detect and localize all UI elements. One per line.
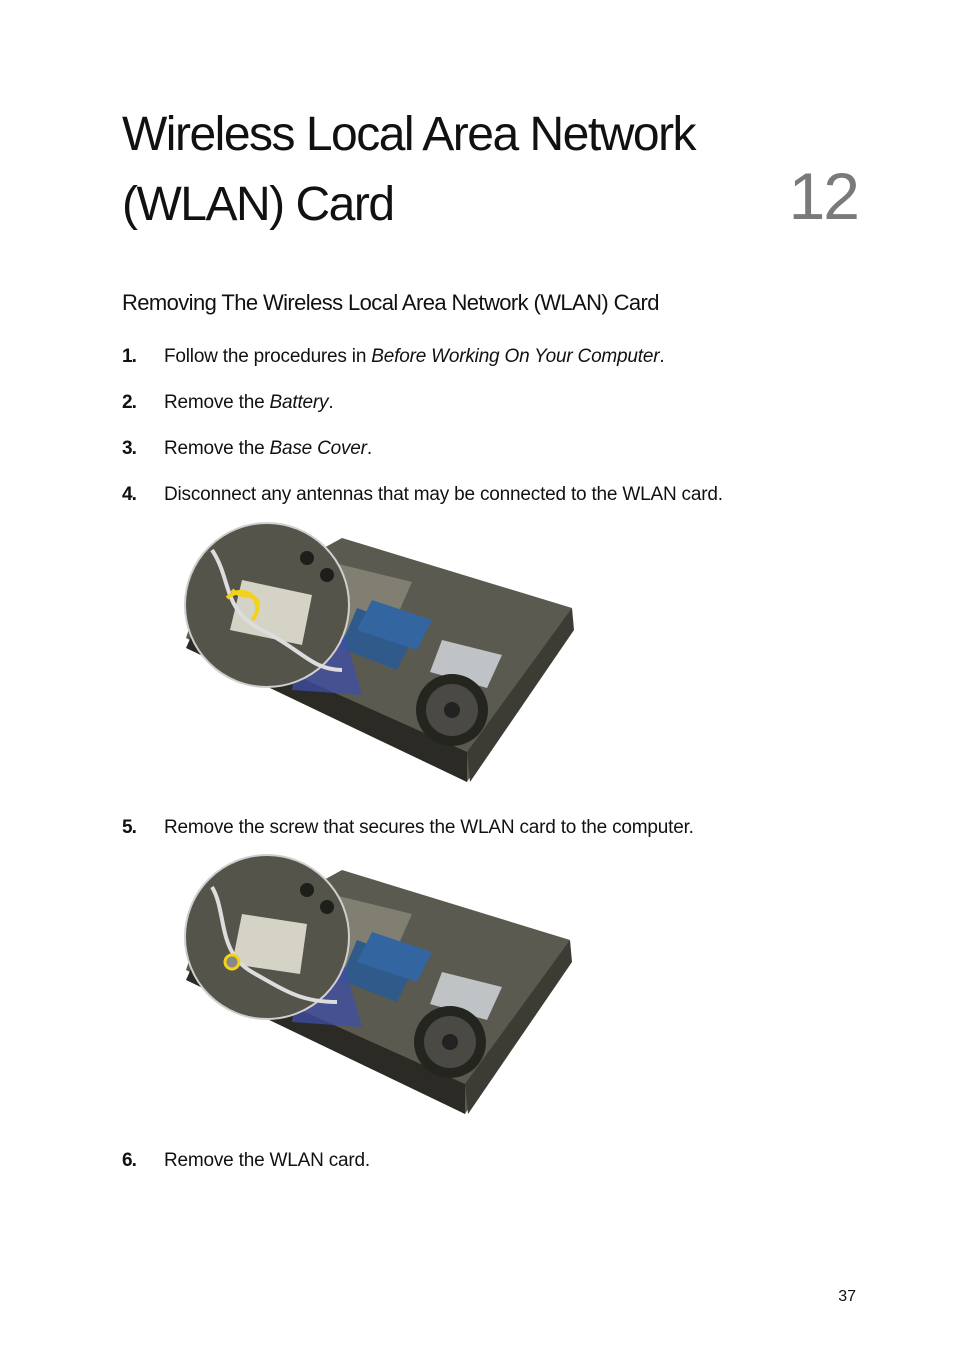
section-title: Removing The Wireless Local Area Network… [122, 290, 660, 315]
step-text: Remove the Battery. [164, 392, 334, 413]
chapter-title-line2: (WLAN) Card [122, 178, 395, 231]
link-base-cover[interactable]: Base Cover [269, 438, 367, 459]
laptop-photo-screw [184, 854, 572, 1114]
antenna-disconnect-photo [172, 520, 576, 791]
link-before-working[interactable]: Before Working On Your Computer [371, 346, 660, 367]
chapter-title: Wireless Local Area Network (WLAN) Card [122, 100, 762, 240]
page-number: 37 [838, 1288, 856, 1305]
step-number: 5. [122, 817, 137, 838]
step-text: Disconnect any antennas that may be conn… [164, 484, 723, 505]
step-number: 1. [122, 346, 137, 367]
step-number: 4. [122, 484, 137, 505]
screw-removal-photo [172, 852, 574, 1123]
step-number: 2. [122, 392, 137, 413]
link-battery[interactable]: Battery [269, 392, 329, 413]
laptop-photo-antennas [184, 522, 574, 782]
step-number: 3. [122, 438, 137, 459]
step-text: Remove the WLAN card. [164, 1150, 370, 1171]
step-number: 6. [122, 1150, 137, 1171]
step-text: Follow the procedures in Before Working … [164, 346, 665, 367]
step-text: Remove the Base Cover. [164, 438, 372, 459]
chapter-number: 12 [788, 159, 860, 233]
chapter-title-line1: Wireless Local Area Network [122, 108, 697, 161]
step-text: Remove the screw that secures the WLAN c… [164, 817, 694, 838]
